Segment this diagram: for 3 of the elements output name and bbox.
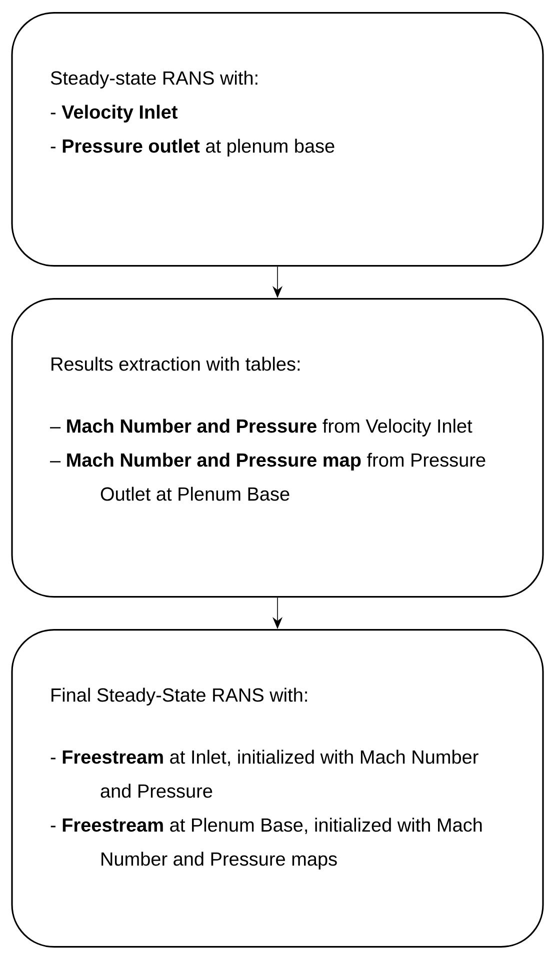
process-box: Final Steady-State RANS with: - Freestream at Inlet, initialized with Mach Number and Pressure - Freestream at Plenum Base, initialized with Mach Number and Pressure maps	[11, 629, 544, 948]
process-box: Results extraction with tables: – Mach Number and Pressure from Velocity Inlet – Mach Number and Pressure map from Pressure Outlet at Plenum Base	[11, 298, 544, 598]
process-box: Steady-state RANS with: - Velocity Inlet - Pressure outlet at plenum base	[11, 12, 544, 267]
